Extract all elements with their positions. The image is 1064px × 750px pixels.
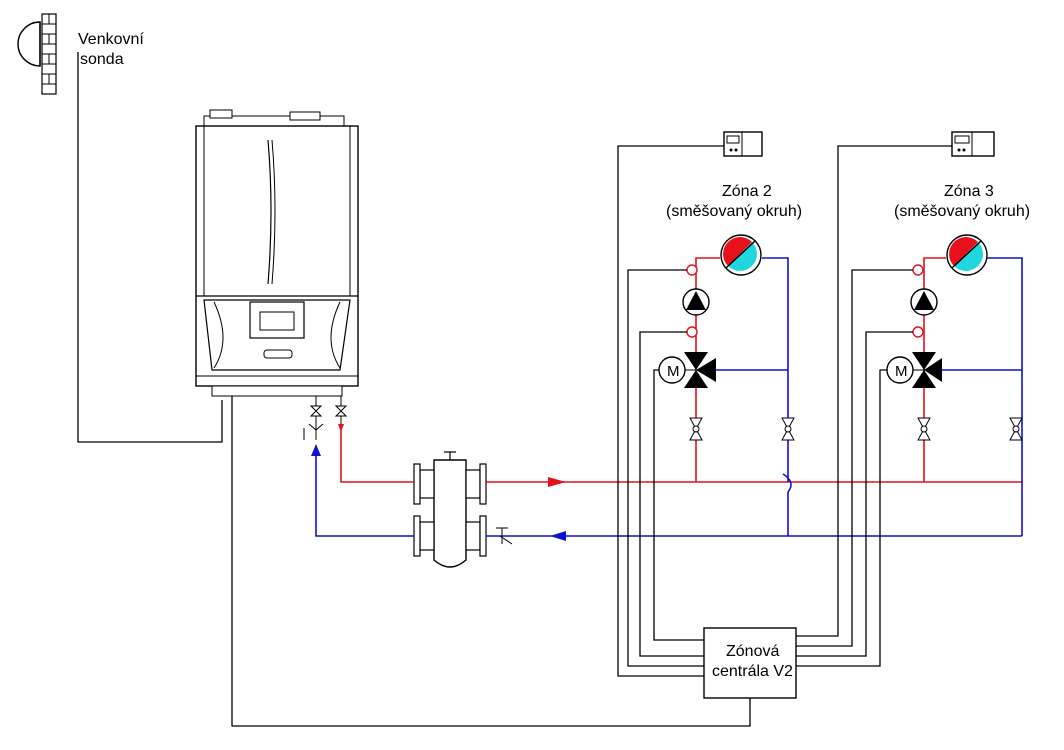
supply-flow-arrow bbox=[548, 477, 566, 487]
return-pipe bbox=[311, 444, 1022, 545]
zone-3-motor-label: M bbox=[895, 363, 908, 380]
zone-2-subtitle: (směšovaný okruh) bbox=[666, 203, 802, 220]
zone-3-subtitle: (směšovaný okruh) bbox=[894, 203, 1030, 220]
hydraulic-separator bbox=[413, 451, 487, 568]
outdoor-sensor bbox=[17, 13, 57, 95]
return-arrow-boiler bbox=[311, 444, 321, 456]
zone-2-circuit bbox=[658, 234, 795, 536]
zone-2-title: Zóna 2 bbox=[722, 183, 772, 200]
sensor-wire bbox=[77, 52, 223, 443]
zone-controller-label-line2: centrála V2 bbox=[712, 663, 793, 680]
zone-2-thermostat bbox=[723, 131, 763, 157]
zone-controller-label-line1: Zónová bbox=[726, 643, 779, 660]
supply-pipe bbox=[338, 424, 1022, 487]
supply-arrow-boiler bbox=[338, 424, 344, 432]
control-wiring bbox=[617, 145, 952, 677]
return-flow-arrow bbox=[550, 531, 566, 541]
zone-controller bbox=[703, 627, 797, 699]
zone-3-title: Zóna 3 bbox=[944, 183, 994, 200]
boiler-return-stub bbox=[303, 396, 324, 440]
boiler-controller-wire bbox=[231, 396, 751, 727]
zone-3-circuit bbox=[886, 234, 1023, 536]
outdoor-sensor-label-line2: sonda bbox=[80, 51, 124, 68]
zone-3-thermostat bbox=[951, 131, 995, 157]
boiler bbox=[195, 109, 359, 397]
zone-2-motor-label: M bbox=[667, 363, 680, 380]
outdoor-sensor-label-line1: Venkovní bbox=[78, 31, 144, 48]
boiler-supply-stub bbox=[334, 396, 348, 430]
